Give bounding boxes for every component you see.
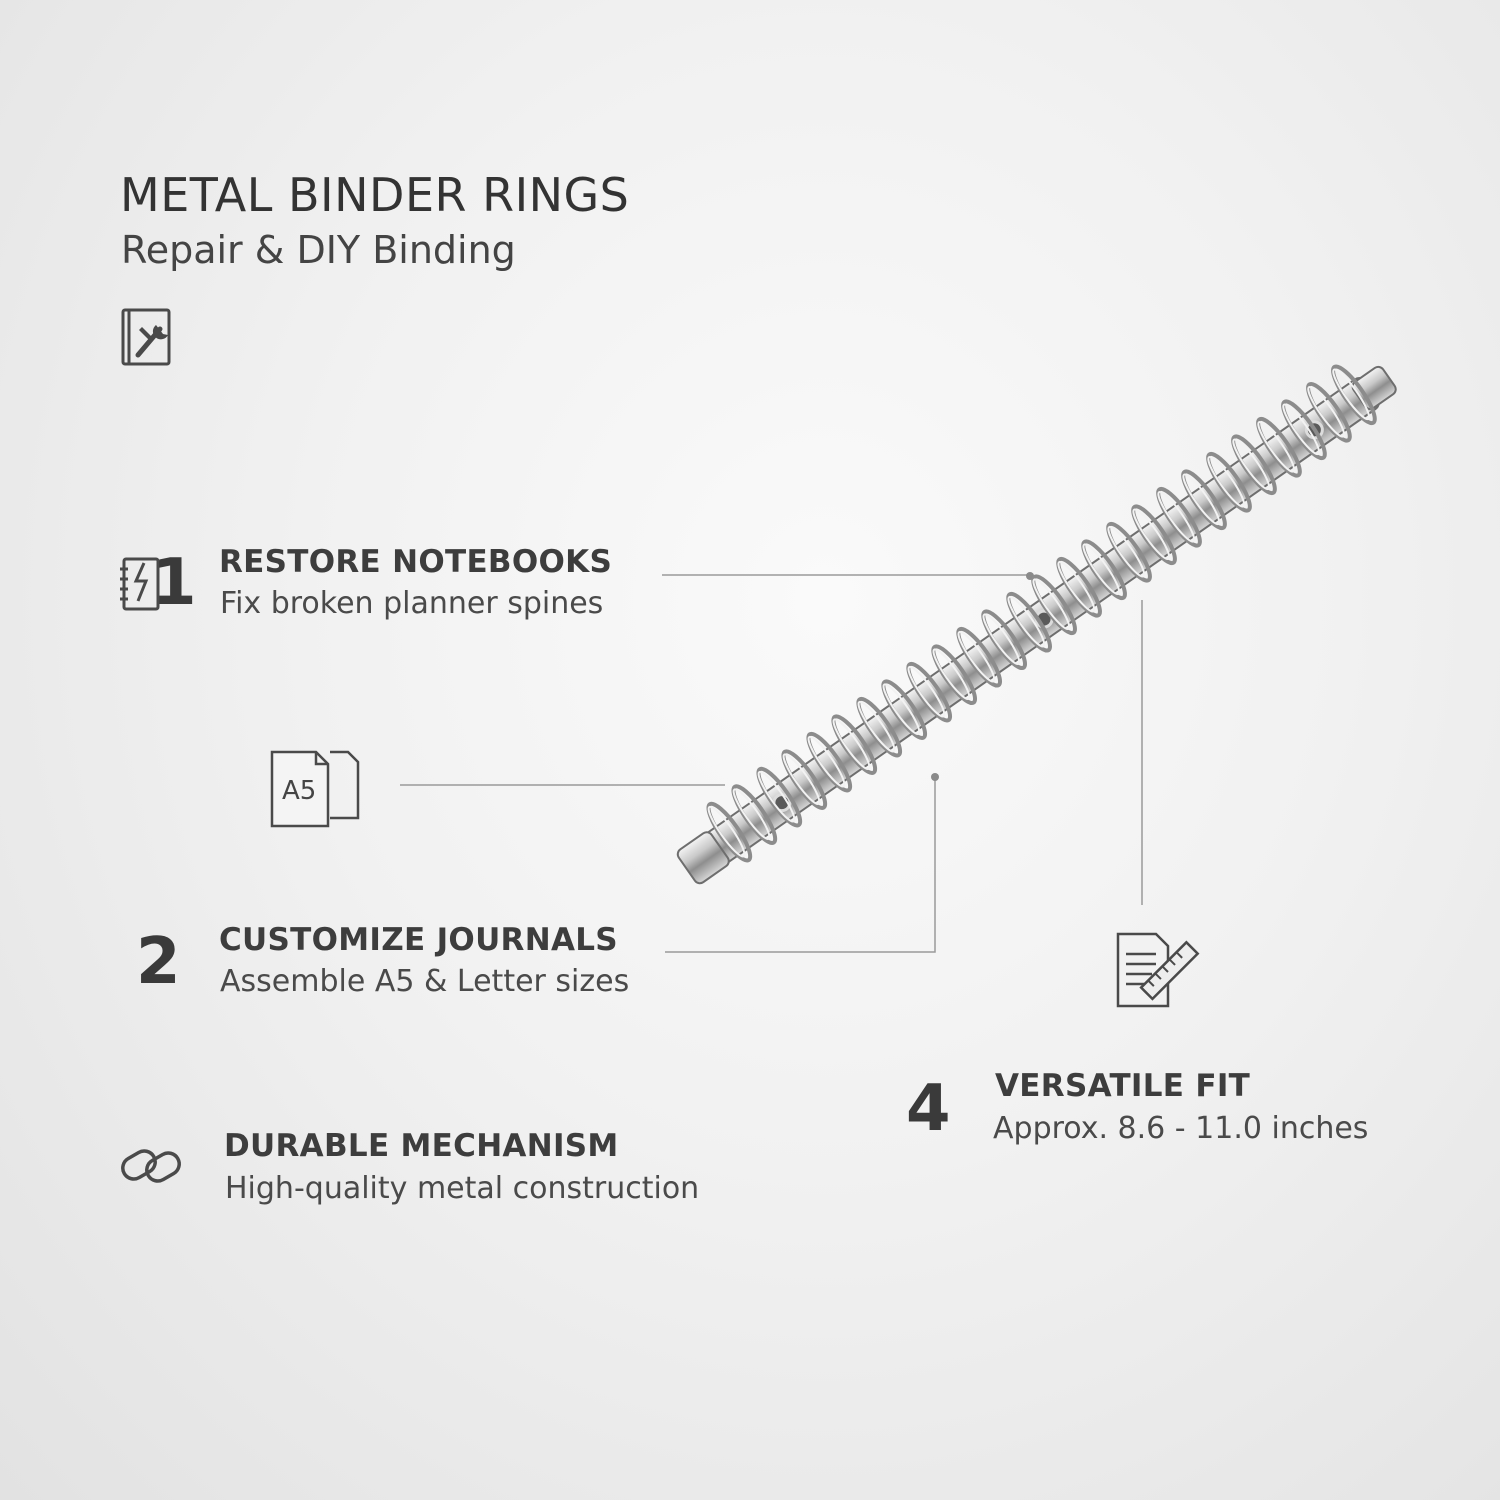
feature-desc-customize: Assemble A5 & Letter sizes [220, 964, 630, 999]
paper-size-icon: A5 [270, 750, 362, 830]
binder-ring-highlight [1257, 420, 1296, 473]
binder-ring [881, 679, 928, 741]
binder-ring-highlight [1282, 403, 1321, 456]
paper-size-label: A5 [282, 776, 317, 806]
binder-ring [981, 609, 1027, 671]
binder-ring [1031, 574, 1077, 636]
page-subtitle: Repair & DIY Binding [121, 228, 516, 272]
binder-ring [731, 784, 778, 845]
binder-ring-highlight [707, 805, 746, 858]
binder-ring [1331, 364, 1377, 426]
feature-title-restore: RESTORE NOTEBOOKS [219, 544, 613, 580]
feature-desc-durable: High-quality metal construction [225, 1171, 700, 1206]
feature-title-customize: CUSTOMIZE JOURNALS [219, 922, 618, 958]
binder-ring [906, 661, 953, 723]
chain-link-icon [121, 1149, 181, 1183]
broken-spine-icon [120, 557, 160, 611]
binder-ring [1131, 504, 1177, 566]
binder-ring-highlight [832, 718, 871, 770]
binder-ring [1006, 591, 1052, 653]
binder-ring [756, 766, 803, 828]
binder-ring-highlight [1007, 595, 1046, 648]
binder-ring [1181, 469, 1227, 531]
feature-number-2: 2 [136, 925, 181, 999]
binder-ring-highlight [907, 665, 946, 718]
binder-ring-highlight [882, 683, 921, 736]
binder-ring-highlight [1032, 578, 1071, 631]
binder-ring-highlight [807, 735, 846, 788]
binder-ring [1156, 486, 1202, 548]
binder-ring-highlight [757, 770, 796, 823]
binder-ring-highlight [1057, 560, 1096, 613]
feature-title-durable: DURABLE MECHANISM [224, 1128, 619, 1164]
binder-ring [856, 696, 903, 758]
binder-ring-highlight [1132, 508, 1171, 561]
binder-ring [831, 714, 878, 775]
binder-ring [931, 644, 978, 706]
binder-ring [1306, 381, 1352, 443]
binder-ring-highlight [1082, 543, 1121, 596]
feature-desc-restore: Fix broken planner spines [220, 586, 604, 621]
feature-desc-versatile: Approx. 8.6 - 11.0 inches [993, 1111, 1369, 1146]
binder-ring-highlight [1157, 490, 1196, 543]
feature-number-1: 1 [152, 546, 197, 620]
feature-title-versatile: VERSATILE FIT [995, 1068, 1251, 1104]
feature-number-4: 4 [906, 1072, 951, 1146]
binder-ring-highlight [732, 788, 771, 840]
binder-ring [1206, 451, 1252, 513]
binder-ring [1106, 521, 1152, 583]
binder-ring-highlight [1307, 385, 1346, 438]
binder-ring-highlight [857, 700, 896, 753]
binder-ring-highlight [1232, 438, 1271, 491]
binder-ring-highlight [957, 630, 996, 683]
binder-ring [706, 801, 753, 863]
binder-ring [1281, 399, 1327, 461]
document-ruler-icon [1116, 932, 1200, 1008]
binder-ring-highlight [1207, 455, 1246, 508]
binder-ring-highlight [1107, 525, 1146, 578]
binder-ring [1231, 434, 1277, 496]
binder-ring-highlight [1182, 473, 1221, 526]
binder-ring-highlight [932, 648, 971, 701]
binder-ring [956, 626, 1003, 688]
binder-ring-highlight [982, 613, 1021, 666]
repair-tool-icon [121, 308, 171, 366]
binder-ring [806, 731, 853, 793]
binder-ring [781, 749, 828, 810]
binder-ring [1081, 539, 1127, 601]
binder-ring-highlight [1332, 368, 1371, 421]
page-title: METAL BINDER RINGS [120, 168, 630, 222]
binder-ring [1056, 556, 1102, 618]
